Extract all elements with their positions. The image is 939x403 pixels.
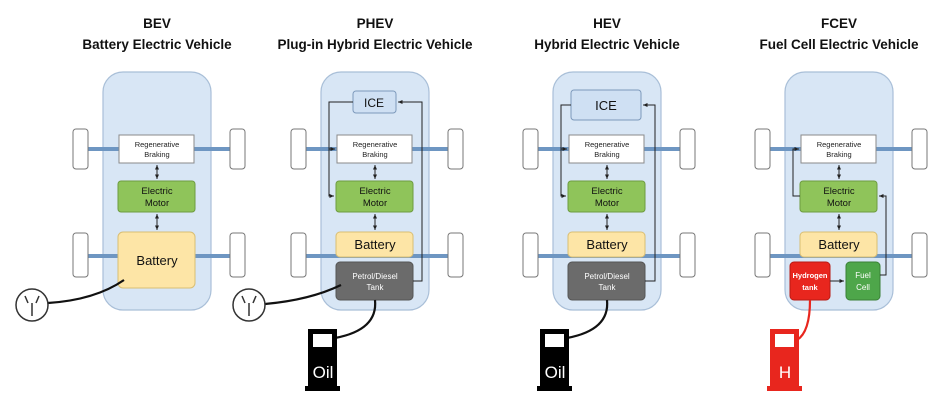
phev-regen-braking-box xyxy=(336,134,413,164)
phev-oil-label: Oil xyxy=(313,363,334,382)
phev-arrow-tank-to-ice xyxy=(398,100,423,282)
hev-battery-label: Battery xyxy=(586,237,628,252)
hev-fuel-tank-box xyxy=(567,261,646,301)
phev-fuel-hose xyxy=(334,299,377,340)
bev-battery-box xyxy=(117,231,196,289)
phev-regen-label-2: Braking xyxy=(362,150,387,159)
phev-arrow-ice-to-brake xyxy=(328,101,353,151)
phev-regen-label-1: Regenerative xyxy=(353,140,398,149)
hev-motor-label-2: Motor xyxy=(595,198,619,209)
phev-full-title: Plug-in Hybrid Electric Vehicle xyxy=(277,37,473,52)
hev-motor-box xyxy=(567,180,646,213)
hev-wheel-front-right xyxy=(679,128,696,170)
bev-panel: BEV Battery Electric Vehicle Regenerativ… xyxy=(15,16,246,322)
hev-panel: HEV Hybrid Electric Vehicle ICE Regenera… xyxy=(522,16,696,391)
phev-wheel-rear-left xyxy=(290,232,307,278)
bev-wheel-rear-left xyxy=(72,232,89,278)
fcev-regen-label-1: Regenerative xyxy=(817,140,862,149)
fcev-full-title: Fuel Cell Electric Vehicle xyxy=(759,37,919,52)
hev-fuel-hose xyxy=(566,299,609,340)
fcev-abbr-title: FCEV xyxy=(821,16,857,31)
hev-tank-label-1: Petrol/Diesel xyxy=(584,272,630,281)
fcev-panel: FCEV Fuel Cell Electric Vehicle Regenera… xyxy=(754,16,928,391)
fcev-arrow-cell-to-motor xyxy=(879,194,887,276)
phev-oil-pump-icon xyxy=(305,329,340,391)
phev-battery-box xyxy=(335,231,414,258)
hev-battery-box xyxy=(567,231,646,258)
fcev-hydrogen-hose xyxy=(796,299,812,341)
phev-abbr-title: PHEV xyxy=(357,16,394,31)
fcev-hydrogen-label-2: tank xyxy=(802,283,818,292)
phev-plug-icon xyxy=(232,288,266,322)
hev-motor-label-1: Electric xyxy=(591,186,622,197)
fcev-hydrogen-tank-box xyxy=(789,261,831,301)
phev-tank-label-1: Petrol/Diesel xyxy=(352,272,398,281)
hev-wheel-rear-right xyxy=(679,232,696,278)
bev-wheel-front-right xyxy=(229,128,246,170)
fcev-fuel-cell-box xyxy=(845,261,881,301)
bev-motor-label-1: Electric xyxy=(141,186,172,197)
phev-battery-label: Battery xyxy=(354,237,396,252)
bev-regen-label-1: Regenerative xyxy=(135,140,180,149)
phev-ice-label: ICE xyxy=(364,96,384,110)
fcev-regen-braking-box xyxy=(800,134,877,164)
phev-wheel-rear-right xyxy=(447,232,464,278)
bev-abbr-title: BEV xyxy=(143,16,171,31)
bev-charging-cable xyxy=(47,279,125,305)
phev-fuel-tank-box xyxy=(335,261,414,301)
bev-battery-label: Battery xyxy=(136,253,178,268)
hev-oil-label: Oil xyxy=(545,363,566,382)
phev-panel: PHEV Plug-in Hybrid Electric Vehicle ICE… xyxy=(232,16,473,391)
hev-arrow-ice-to-brake xyxy=(560,104,571,151)
bev-motor-box xyxy=(117,180,196,213)
hev-oil-pump-icon xyxy=(537,329,572,391)
hev-full-title: Hybrid Electric Vehicle xyxy=(534,37,680,52)
fcev-battery-label: Battery xyxy=(818,237,860,252)
bev-full-title: Battery Electric Vehicle xyxy=(82,37,232,52)
hev-regen-label-2: Braking xyxy=(594,150,619,159)
phev-charging-cable xyxy=(264,284,342,306)
hev-abbr-title: HEV xyxy=(593,16,621,31)
bev-regen-label-2: Braking xyxy=(144,150,169,159)
bev-regen-braking-box xyxy=(118,134,195,164)
phev-wheel-front-right xyxy=(447,128,464,170)
phev-motor-box xyxy=(335,180,414,213)
fcev-hydrogen-label-1: Hydrogen xyxy=(792,271,827,280)
fcev-motor-label-2: Motor xyxy=(827,198,851,209)
hev-tank-label-2: Tank xyxy=(599,283,617,292)
fcev-motor-label-1: Electric xyxy=(823,186,854,197)
phev-arrow-ice-to-motor xyxy=(328,149,334,198)
bev-wheel-front-left xyxy=(72,128,89,170)
fcev-fuel-cell-label-2: Cell xyxy=(856,283,870,292)
fcev-wheel-front-left xyxy=(754,128,771,170)
fcev-wheel-rear-right xyxy=(911,232,928,278)
fcev-regen-label-2: Braking xyxy=(826,150,851,159)
bev-wheel-rear-right xyxy=(229,232,246,278)
hev-regen-braking-box xyxy=(568,134,645,164)
fcev-battery-box xyxy=(799,231,878,258)
phev-motor-label-1: Electric xyxy=(359,186,390,197)
bev-motor-label-2: Motor xyxy=(145,198,169,209)
fcev-h-label: H xyxy=(779,363,791,382)
phev-motor-label-2: Motor xyxy=(363,198,387,209)
hev-arrow-tank-to-ice xyxy=(643,103,656,282)
bev-plug-icon xyxy=(15,288,49,322)
hev-wheel-rear-left xyxy=(522,232,539,278)
fcev-fuel-cell-label-1: Fuel xyxy=(855,271,871,280)
fcev-hydrogen-pump-icon xyxy=(767,329,802,391)
fcev-wheel-front-right xyxy=(911,128,928,170)
hev-wheel-front-left xyxy=(522,128,539,170)
hev-ice-label: ICE xyxy=(595,98,617,113)
phev-tank-label-2: Tank xyxy=(367,283,385,292)
phev-wheel-front-left xyxy=(290,128,307,170)
hev-regen-label-1: Regenerative xyxy=(585,140,630,149)
hev-arrow-ice-to-motor xyxy=(560,149,566,198)
fcev-wheel-rear-left xyxy=(754,232,771,278)
fcev-arrow-motor-to-brake xyxy=(792,147,800,197)
